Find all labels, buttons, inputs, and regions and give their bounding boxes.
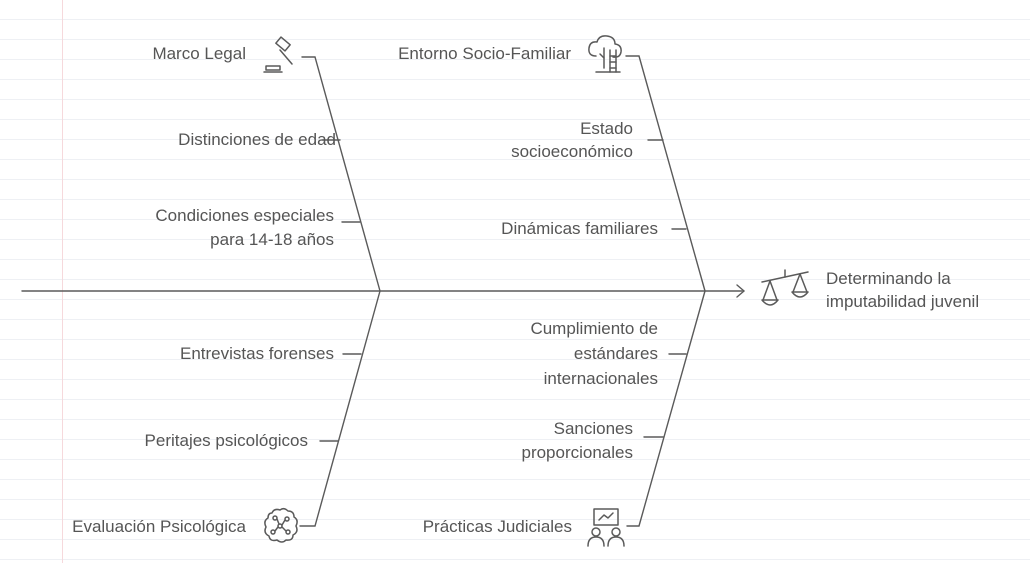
cause-cumplimiento-line3: internacionales <box>543 369 658 388</box>
brain-icon <box>260 505 302 547</box>
category-title-evaluacion: Evaluación Psicológica <box>72 517 246 536</box>
effect-label-line1: Determinando la <box>826 269 951 288</box>
cause-sanciones-line2: proporcionales <box>521 443 633 462</box>
bone-entorno <box>625 55 706 292</box>
spine-arrowhead <box>736 284 746 298</box>
tree-ladder-icon <box>586 32 626 76</box>
bone-marco-legal <box>301 56 381 292</box>
cause-cumplimiento-line1: Cumplimiento de <box>530 319 658 338</box>
margin-line <box>62 0 63 563</box>
bone-practicas <box>626 290 706 527</box>
effect-label-line2: imputabilidad juvenil <box>826 292 980 311</box>
cause-condiciones-line1: Condiciones especiales <box>155 206 334 225</box>
category-title-marco-legal: Marco Legal <box>152 44 246 63</box>
scales-icon <box>758 264 814 314</box>
cause-dinamicas-familiares: Dinámicas familiares <box>501 219 658 238</box>
cause-estado-line2: socioeconómico <box>511 142 633 161</box>
cause-condiciones-line2: para 14-18 años <box>210 230 334 249</box>
cause-cumplimiento-line2: estándares <box>573 344 658 363</box>
category-title-practicas: Prácticas Judiciales <box>422 517 572 536</box>
gavel-icon <box>262 36 302 76</box>
cause-estado-line1: Estado <box>580 119 633 138</box>
cause-distinciones-edad: Distinciones de edad <box>178 130 336 149</box>
cause-sanciones-line1: Sanciones <box>553 419 633 438</box>
meeting-people-icon <box>584 506 628 548</box>
cause-peritajes-psicologicos: Peritajes psicológicos <box>144 431 308 450</box>
cause-entrevistas-forenses: Entrevistas forenses <box>179 344 334 363</box>
category-title-entorno: Entorno Socio-Familiar <box>398 44 571 63</box>
bone-evaluacion <box>299 290 381 527</box>
